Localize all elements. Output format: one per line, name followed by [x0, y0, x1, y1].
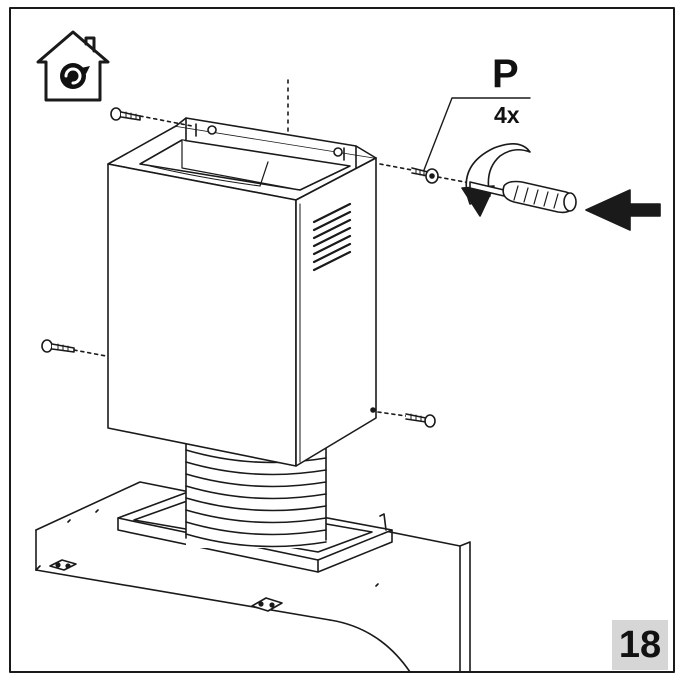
part-letter-label: P — [492, 52, 519, 96]
label-leader-line — [423, 97, 531, 171]
screw-bottom-right — [377, 411, 436, 428]
step-number: 18 — [618, 623, 662, 666]
rotation-arrow-icon — [461, 143, 531, 217]
step-number-box: 18 — [612, 620, 668, 670]
page-frame — [9, 7, 675, 673]
screwdriver-icon — [469, 180, 577, 214]
chimney-box — [107, 117, 377, 467]
screw-top-left — [110, 107, 193, 127]
hood-lower-section — [35, 481, 471, 673]
screw-left — [41, 339, 107, 357]
push-arrow-icon — [585, 189, 661, 231]
house-recirculation-icon — [36, 30, 110, 102]
screw-top-right — [379, 163, 471, 184]
quantity-label: 4x — [494, 102, 520, 128]
